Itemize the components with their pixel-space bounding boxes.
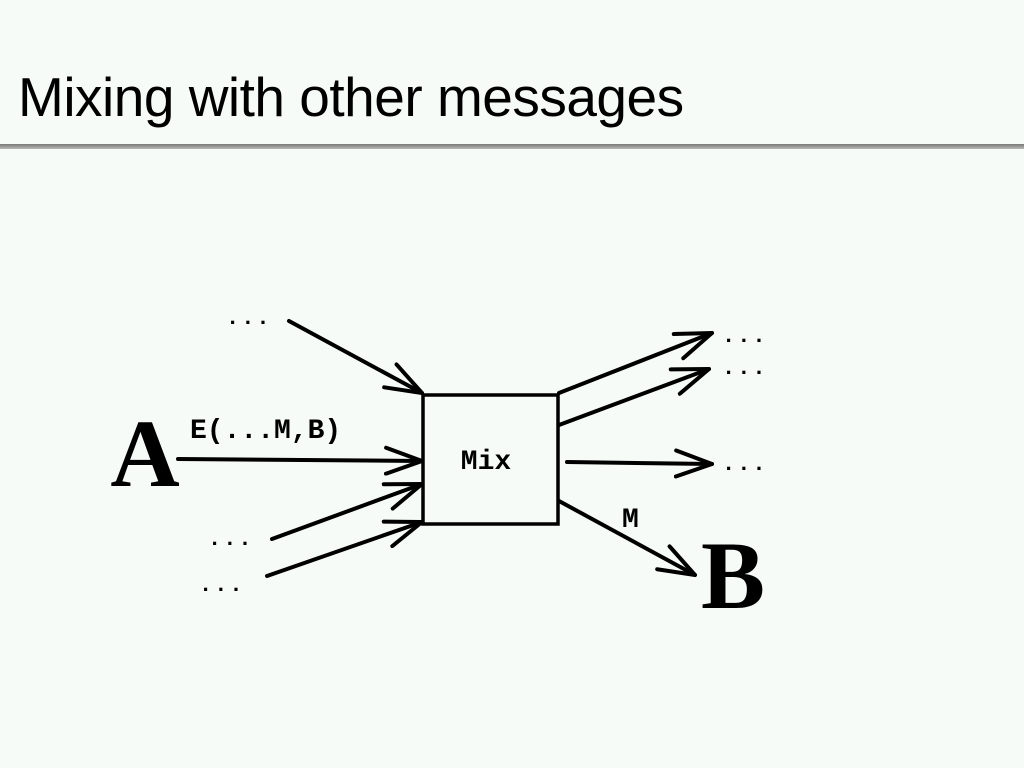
input-message-label: E(...M,B) <box>190 416 341 447</box>
arrow-lower-input-1-to-mix <box>270 482 424 541</box>
other-input-label-lower-1: ... <box>208 527 254 552</box>
receiver-b-label: B <box>701 522 765 629</box>
other-output-label-second: ... <box>722 356 768 381</box>
other-output-label-middle: ... <box>722 452 768 477</box>
arrow-a-to-mix <box>176 445 424 476</box>
arrow-top-input-to-mix <box>287 319 424 395</box>
other-input-label-top: ... <box>226 306 272 331</box>
output-message-label: M <box>622 505 639 536</box>
arrow-mix-to-output-second <box>557 367 711 427</box>
arrow-mix-to-output-middle <box>565 448 714 479</box>
other-output-label-top: ... <box>722 324 768 349</box>
arrow-mix-to-b <box>557 499 697 577</box>
arrow-lower-input-2-to-mix <box>265 519 424 578</box>
arrow-mix-to-output-top <box>557 331 714 395</box>
mix-label: Mix <box>461 447 512 478</box>
other-input-label-lower-2: ... <box>199 573 245 598</box>
slide-title: Mixing with other messages <box>18 66 684 128</box>
sender-a-label: A <box>110 400 179 507</box>
title-divider <box>0 144 1024 149</box>
